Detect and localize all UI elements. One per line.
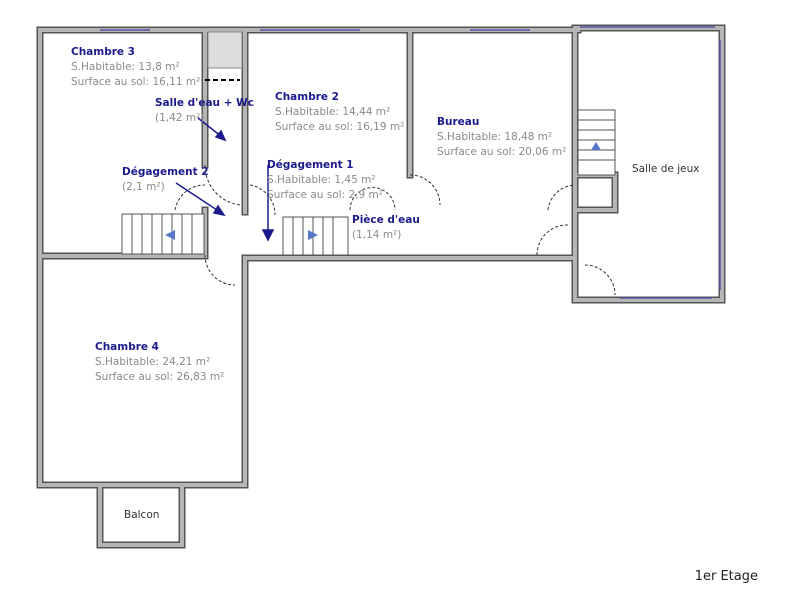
habitable-area: S.Habitable: 24,21 m²	[95, 356, 211, 368]
habitable-area: S.Habitable: 18,48 m²	[437, 131, 553, 143]
room-chambre-4: Chambre 4 S.Habitable: 24,21 m² Surface …	[95, 340, 224, 385]
stair-arrows	[165, 142, 601, 240]
room-title: Dégagement 1	[267, 159, 354, 171]
windows	[100, 26, 721, 299]
room-salle-de-jeux: Salle de jeux	[632, 163, 700, 175]
room-title: Chambre 2	[275, 91, 339, 103]
area: (1,42 m²)	[155, 112, 205, 124]
habitable-area: S.Habitable: 1,45 m²	[267, 174, 376, 186]
room-title: Pièce d'eau	[352, 214, 420, 226]
area: (2,1 m²)	[122, 181, 165, 193]
floor-area: Surface au sol: 26,83 m²	[95, 371, 225, 383]
room-title: Chambre 4	[95, 341, 159, 353]
room-degagement-1: Dégagement 1 S.Habitable: 1,45 m² Surfac…	[267, 158, 383, 203]
room-title: Dégagement 2	[122, 166, 209, 178]
room-chambre-2: Chambre 2 S.Habitable: 14,44 m² Surface …	[275, 90, 404, 135]
pointer-arrows	[175, 117, 275, 242]
floor-area: Surface au sol: 20,06 m²	[437, 146, 567, 158]
doors	[174, 164, 616, 296]
room-degagement-2: Dégagement 2 (2,1 m²)	[122, 165, 209, 195]
habitable-area: S.Habitable: 14,44 m²	[275, 106, 391, 118]
room-chambre-3: Chambre 3 S.Habitable: 13,8 m² Surface a…	[71, 45, 200, 90]
floor-area: Surface au sol: 16,19 m²	[275, 121, 405, 133]
floor-area: Surface au sol: 2,9 m²	[267, 189, 383, 201]
room-bureau: Bureau S.Habitable: 18,48 m² Surface au …	[437, 115, 566, 160]
room-salle-eau: Salle d'eau + Wc (1,42 m²)	[155, 96, 254, 126]
area: (1,14 m²)	[352, 229, 402, 241]
room-title: Bureau	[437, 116, 480, 128]
room-balcon: Balcon	[124, 509, 160, 521]
floor-area: Surface au sol: 16,11 m²	[71, 76, 201, 88]
room-title: Salle d'eau + Wc	[155, 97, 254, 109]
floor-level-label: 1er Etage	[694, 569, 758, 584]
room-piece-eau: Pièce d'eau (1,14 m²)	[352, 213, 420, 243]
habitable-area: S.Habitable: 13,8 m²	[71, 61, 180, 73]
shaft	[207, 31, 243, 69]
room-title: Chambre 3	[71, 46, 135, 58]
